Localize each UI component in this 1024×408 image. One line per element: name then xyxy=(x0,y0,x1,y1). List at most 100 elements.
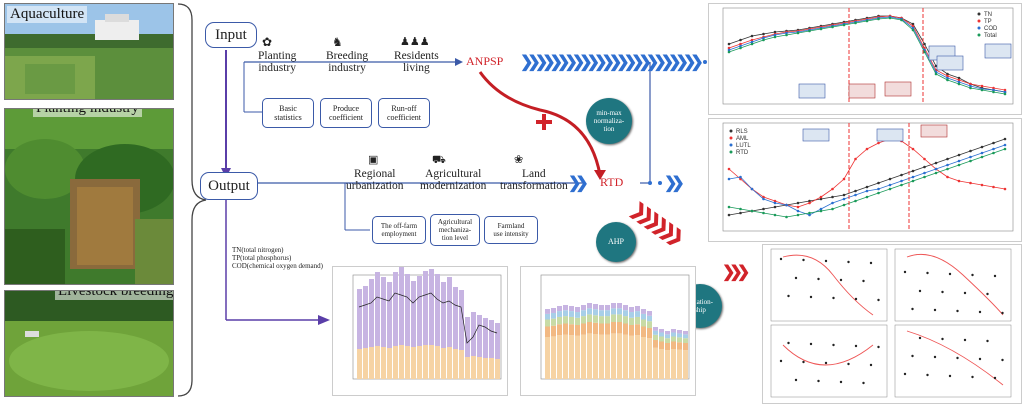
series-point xyxy=(900,18,903,22)
series-point xyxy=(842,23,846,27)
bar-segment xyxy=(671,341,676,349)
series-point xyxy=(831,207,834,211)
series-point xyxy=(739,177,742,181)
bar-segment xyxy=(641,337,646,379)
bar-purple xyxy=(465,317,470,357)
bar-segment xyxy=(581,310,586,317)
bar-segment xyxy=(653,347,658,379)
bar-segment xyxy=(593,309,598,316)
series-point xyxy=(808,211,811,215)
bar-segment xyxy=(635,324,640,336)
series-point xyxy=(739,38,742,42)
legend-marker xyxy=(977,12,981,16)
series-point xyxy=(957,179,961,183)
bar-segment xyxy=(665,334,670,339)
bar-purple xyxy=(423,271,428,345)
leaf-icon: ✿ xyxy=(262,35,273,49)
bar-segment xyxy=(641,319,646,327)
bar-segment xyxy=(611,314,616,322)
bar-segment xyxy=(557,306,562,312)
series-point xyxy=(934,64,938,68)
bar-segment xyxy=(635,316,640,325)
scatter-point xyxy=(817,277,820,281)
series-point xyxy=(980,151,984,155)
series-point xyxy=(980,155,984,159)
series-point xyxy=(934,72,938,76)
series-point xyxy=(773,205,777,209)
bar-orange xyxy=(417,346,422,379)
scatter-point xyxy=(971,375,974,379)
scatter-point xyxy=(824,259,828,263)
series-point xyxy=(923,157,926,161)
scatter-point xyxy=(809,295,813,299)
series-point xyxy=(762,36,765,40)
callout-box xyxy=(984,43,1012,59)
bar-segment xyxy=(641,309,646,314)
legend-label: COD xyxy=(984,26,998,32)
scatter-point xyxy=(926,373,929,377)
scatter-point xyxy=(787,294,790,298)
bar-segment xyxy=(581,334,586,379)
series-point xyxy=(923,50,926,54)
bar-segment xyxy=(587,303,592,309)
scatter-point xyxy=(978,357,982,361)
series-point xyxy=(739,207,742,211)
bar-segment xyxy=(623,316,628,324)
tractor-icon: ⛟ xyxy=(432,154,446,166)
series-point xyxy=(957,76,961,80)
series-point xyxy=(773,30,777,34)
series-point xyxy=(992,88,995,92)
series-line xyxy=(728,138,1006,216)
callout-box xyxy=(802,128,830,142)
bar-segment xyxy=(677,342,682,350)
series-point xyxy=(854,21,857,25)
land-transformation-node: ❀ Land transformation xyxy=(500,154,568,192)
bar-segment xyxy=(611,303,616,309)
scatter-point xyxy=(779,257,783,261)
bar-segment xyxy=(605,323,610,335)
series-point xyxy=(750,42,754,46)
series-point xyxy=(877,141,880,145)
series-point xyxy=(842,203,846,207)
bar-orange xyxy=(459,350,464,379)
callout-box xyxy=(884,81,912,97)
output-variable-list: TN(total nitrogen) TP(total phosphorus) … xyxy=(232,246,323,270)
series-point xyxy=(842,193,846,197)
scatter-point xyxy=(817,379,820,383)
legend-marker xyxy=(729,143,733,147)
bar-purple xyxy=(477,315,482,357)
bar-segment xyxy=(569,306,574,312)
series-point xyxy=(727,50,731,54)
series-point xyxy=(785,31,788,35)
scatter-point xyxy=(978,310,982,314)
series-line xyxy=(728,17,1006,95)
series-point xyxy=(854,189,857,193)
bar-segment xyxy=(641,313,646,320)
bar-segment xyxy=(623,334,628,379)
bar-segment xyxy=(635,335,640,379)
scatter-point xyxy=(832,296,835,300)
series-point xyxy=(739,42,742,46)
series-point xyxy=(946,78,949,82)
series-point xyxy=(808,201,811,205)
bar-segment xyxy=(659,349,664,379)
scatter-point xyxy=(986,292,989,296)
sprout-icon: ❀ xyxy=(514,154,524,166)
series-point xyxy=(946,76,949,80)
scatter-point xyxy=(941,337,944,341)
series-point xyxy=(1003,137,1007,141)
scatter-point xyxy=(971,273,974,277)
bar-segment xyxy=(545,313,550,320)
scatter-frame xyxy=(894,324,1012,398)
series-point xyxy=(854,199,857,203)
bar-segment xyxy=(665,331,670,335)
scatter-point xyxy=(911,307,914,311)
series-point xyxy=(957,159,961,163)
series-point xyxy=(762,207,765,211)
bar-segment xyxy=(647,315,652,322)
bar-segment xyxy=(599,305,604,311)
series-point xyxy=(762,32,765,36)
series-point xyxy=(888,183,892,187)
bar-orange xyxy=(399,345,404,379)
scatter-grid-svg xyxy=(770,248,1012,398)
